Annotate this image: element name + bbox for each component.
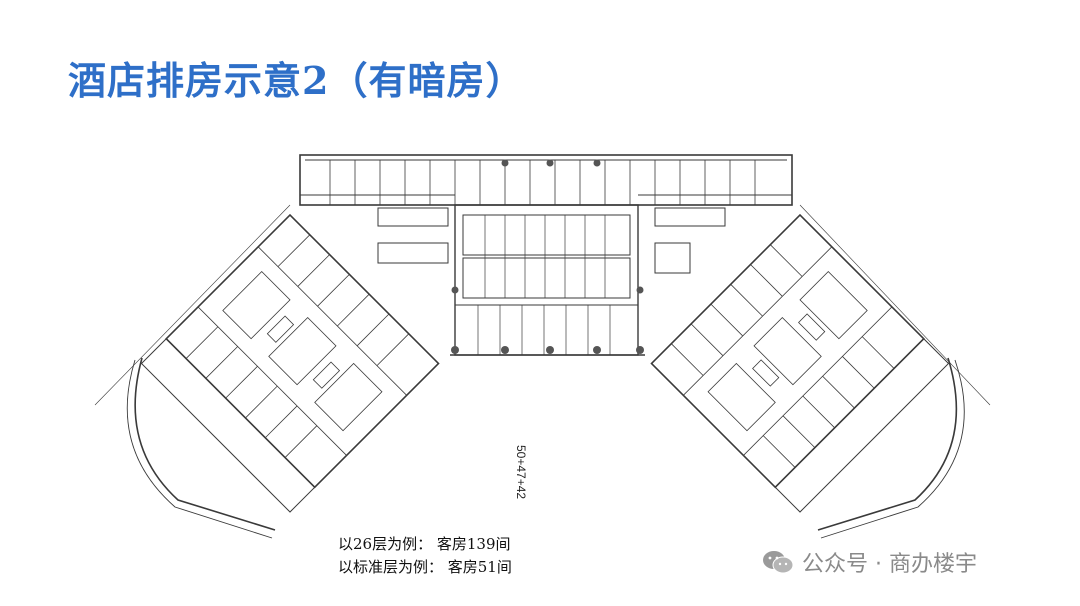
dimension-label: 50+47+42 bbox=[514, 445, 528, 500]
left-wing-curve bbox=[134, 357, 276, 531]
slide-title: 酒店排房示意2（有暗房） bbox=[68, 58, 525, 103]
right-wing bbox=[650, 213, 950, 513]
central-core-block bbox=[299, 154, 793, 356]
structural-columns bbox=[451, 159, 644, 354]
dimension-lines bbox=[94, 204, 991, 406]
caption-standard-floor: 以标准层为例： 客房51间 bbox=[338, 558, 512, 576]
caption-floor-26: 以26层为例： 客房139间 bbox=[338, 535, 511, 553]
right-wing-curve bbox=[817, 357, 958, 531]
wechat-icon bbox=[763, 551, 794, 574]
left-wing bbox=[140, 213, 440, 513]
watermark: 公众号 · 商办楼宇 bbox=[762, 546, 977, 578]
watermark-text: 公众号 · 商办楼宇 bbox=[802, 552, 977, 577]
